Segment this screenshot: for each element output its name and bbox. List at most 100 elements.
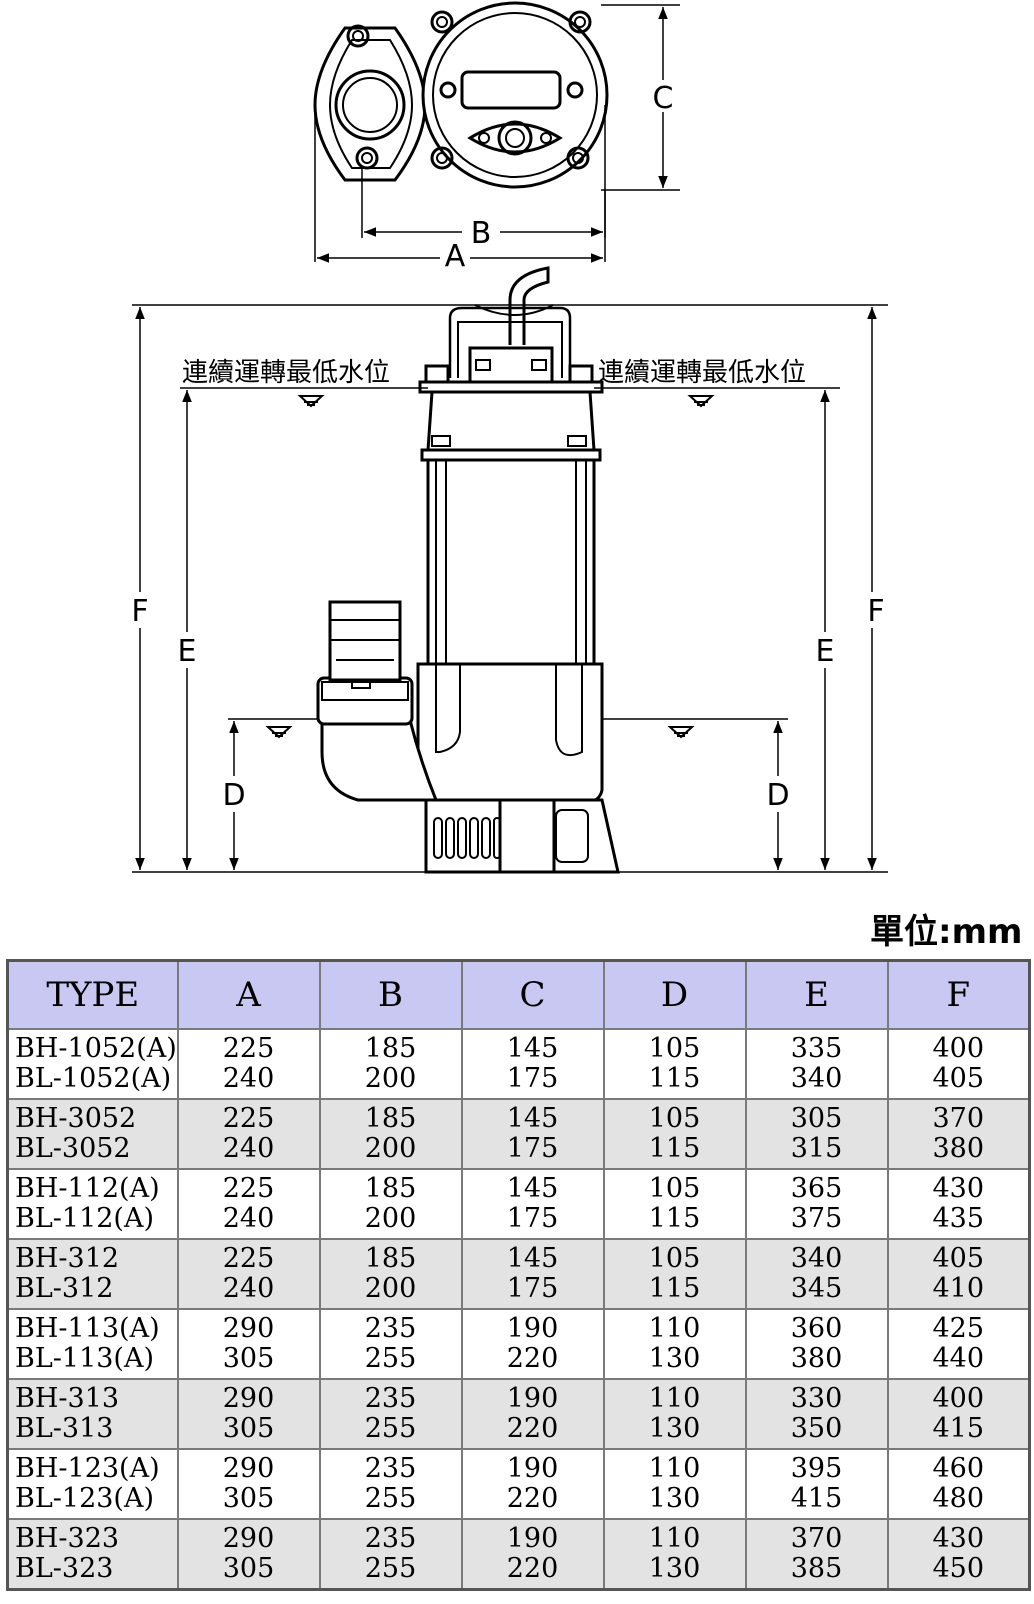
value-f: 380 xyxy=(932,1133,985,1164)
value-f: 400 xyxy=(932,1033,985,1064)
value-a: 290 xyxy=(222,1313,275,1344)
value-e: 315 xyxy=(790,1133,843,1164)
value-e: 335 xyxy=(790,1033,843,1064)
value-b: 185 xyxy=(364,1033,417,1064)
column-header-c: C xyxy=(460,959,605,1030)
model-name: BL-1052(A) xyxy=(15,1063,172,1094)
value-c: 145 xyxy=(506,1103,559,1134)
value-a: 290 xyxy=(222,1453,275,1484)
value-d: 130 xyxy=(648,1483,701,1514)
value-e: 385 xyxy=(790,1553,843,1584)
value-c: 175 xyxy=(506,1133,559,1164)
value-d: 115 xyxy=(648,1133,701,1164)
value-c: 175 xyxy=(506,1273,559,1304)
value-b: 235 xyxy=(364,1523,417,1554)
value-a: 290 xyxy=(222,1383,275,1414)
value-f: 415 xyxy=(932,1413,985,1444)
value-c: 220 xyxy=(506,1553,559,1584)
value-f: 410 xyxy=(932,1273,985,1304)
value-d: 105 xyxy=(648,1243,701,1274)
value-b: 200 xyxy=(364,1063,417,1094)
model-name: BH-3052 xyxy=(15,1103,137,1134)
model-name: BH-1052(A) xyxy=(15,1033,177,1064)
water-level-label-right: 連續運轉最低水位 xyxy=(598,358,806,388)
value-e: 415 xyxy=(790,1483,843,1514)
dimension-lines-side xyxy=(135,307,877,870)
handle-top xyxy=(460,70,562,110)
value-d: 110 xyxy=(648,1523,701,1554)
model-name: BL-313 xyxy=(15,1413,114,1444)
dim-label-f-left: F xyxy=(131,594,148,629)
value-a: 240 xyxy=(222,1273,275,1304)
pump-dimension-drawing: C B A xyxy=(131,1,888,874)
value-a: 290 xyxy=(222,1523,275,1554)
value-f: 370 xyxy=(932,1103,985,1134)
water-level-marks xyxy=(265,395,715,739)
value-e: 365 xyxy=(790,1173,843,1204)
value-c: 190 xyxy=(506,1453,559,1484)
value-c: 145 xyxy=(506,1243,559,1274)
top-view xyxy=(313,1,680,262)
value-b: 255 xyxy=(364,1553,417,1584)
model-name: BL-312 xyxy=(15,1273,114,1304)
value-b: 185 xyxy=(364,1173,417,1204)
value-d: 130 xyxy=(648,1343,701,1374)
value-a: 240 xyxy=(222,1133,275,1164)
model-name: BH-113(A) xyxy=(15,1313,160,1344)
value-b: 255 xyxy=(364,1483,417,1514)
value-d: 115 xyxy=(648,1063,701,1094)
value-f: 400 xyxy=(932,1383,985,1414)
dim-label-e-right: E xyxy=(816,634,835,669)
handle xyxy=(448,306,572,378)
value-b: 255 xyxy=(364,1413,417,1444)
value-d: 115 xyxy=(648,1273,701,1304)
value-a: 305 xyxy=(222,1413,275,1444)
motor-body xyxy=(426,458,596,666)
value-e: 330 xyxy=(790,1383,843,1414)
model-name: BH-123(A) xyxy=(15,1453,160,1484)
column-header-f: F xyxy=(886,959,1031,1030)
value-c: 220 xyxy=(506,1343,559,1374)
value-c: 220 xyxy=(506,1483,559,1514)
model-name: BL-113(A) xyxy=(15,1343,154,1374)
value-e: 350 xyxy=(790,1413,843,1444)
dimension-lines-top xyxy=(317,6,668,263)
value-c: 175 xyxy=(506,1063,559,1094)
value-f: 430 xyxy=(932,1523,985,1554)
value-a: 305 xyxy=(222,1343,275,1374)
value-e: 395 xyxy=(790,1453,843,1484)
value-b: 200 xyxy=(364,1273,417,1304)
model-name: BH-112(A) xyxy=(15,1173,160,1204)
value-a: 225 xyxy=(222,1103,275,1134)
value-d: 110 xyxy=(648,1313,701,1344)
